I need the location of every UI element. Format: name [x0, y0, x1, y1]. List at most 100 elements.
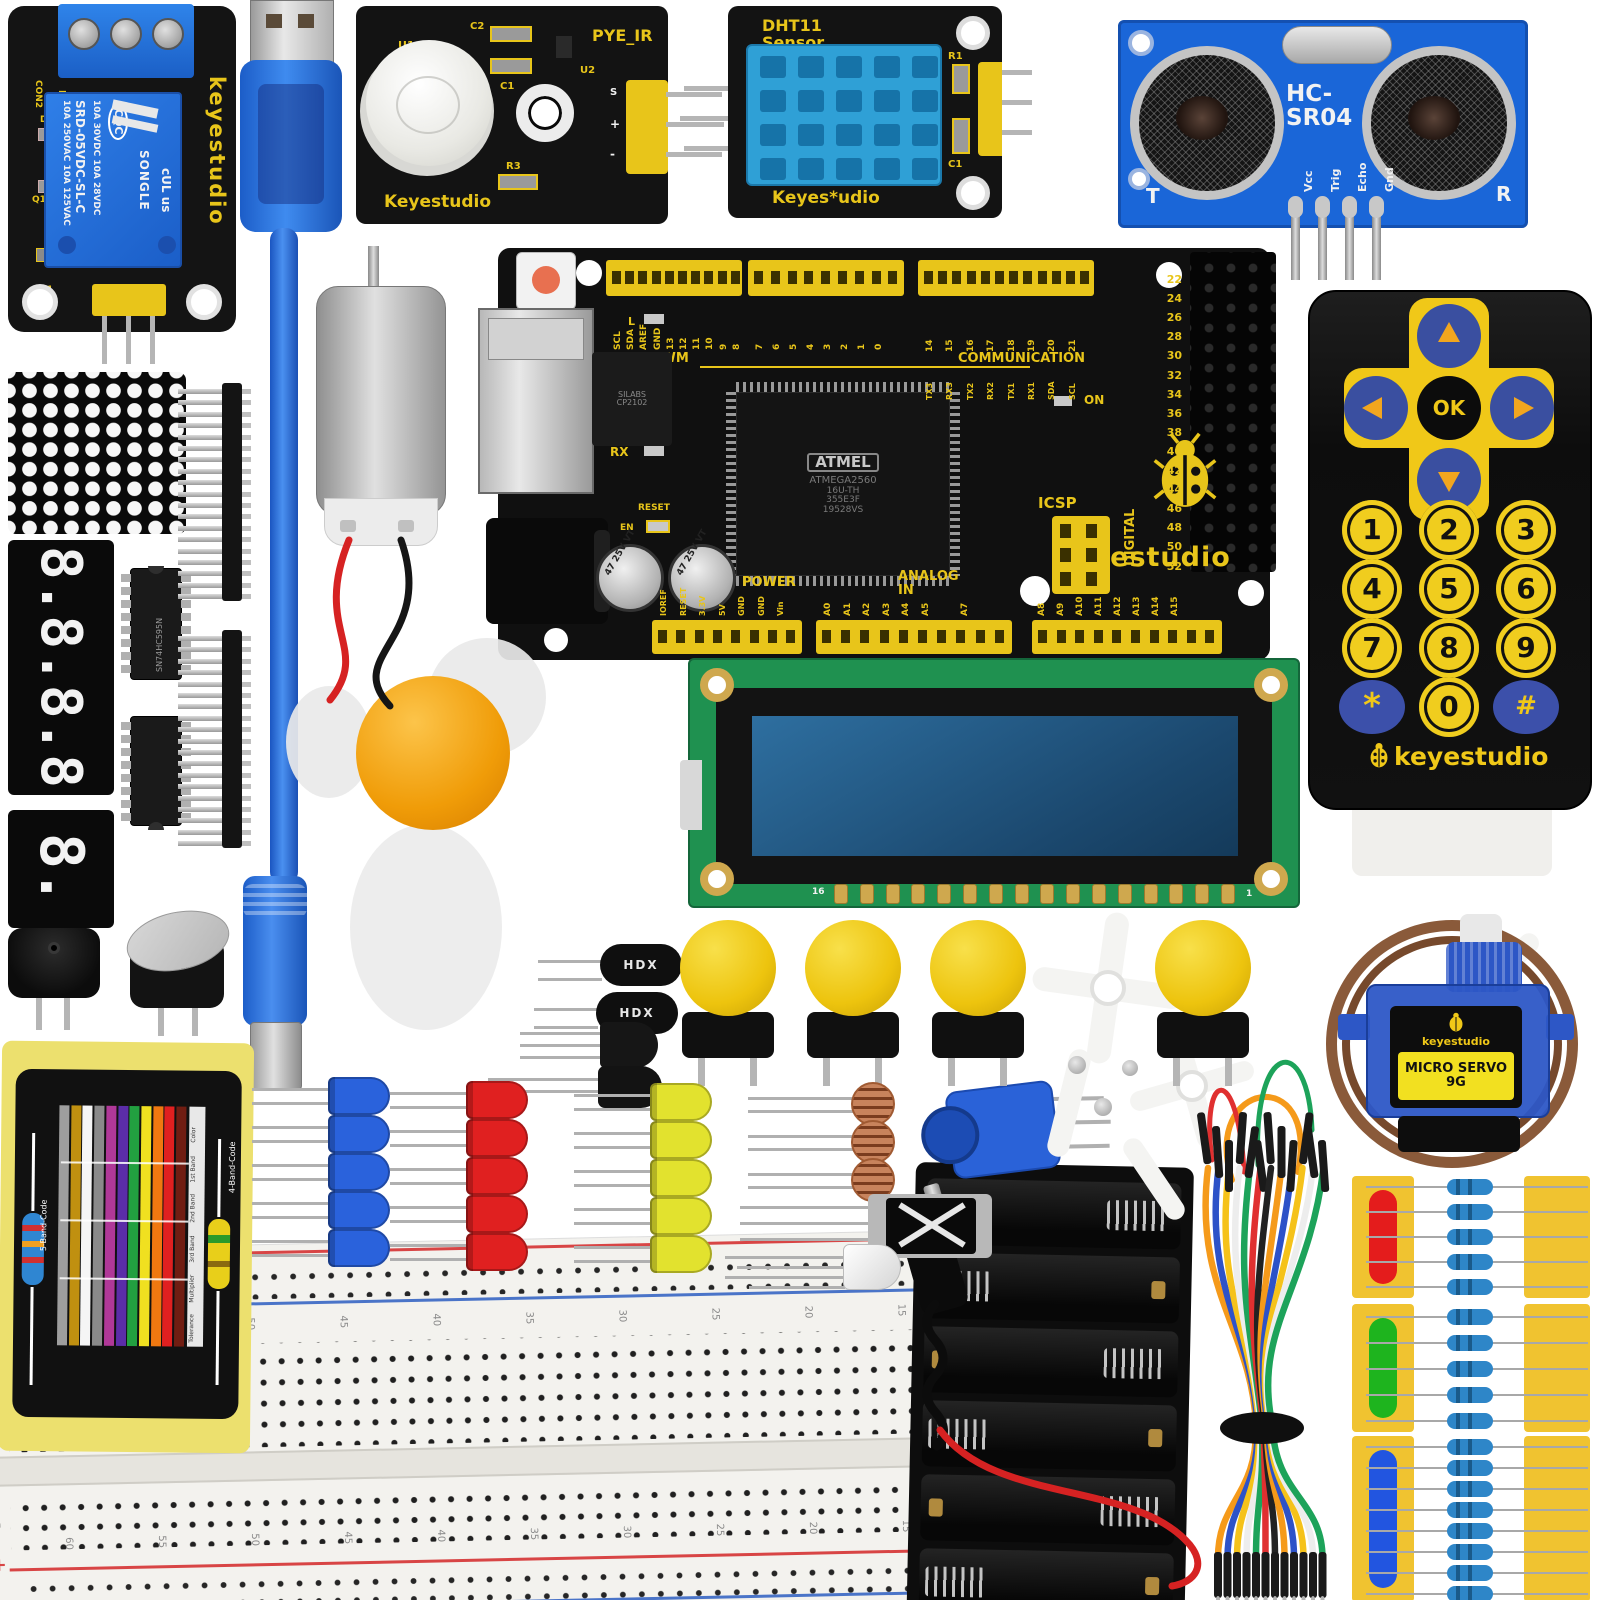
resistor-bead — [1447, 1204, 1493, 1220]
rgb-lead — [749, 1286, 845, 1289]
resistor-bead — [1447, 1523, 1493, 1539]
led-lead — [390, 1168, 468, 1171]
header-hole — [651, 271, 661, 284]
header-pin — [178, 389, 222, 394]
header-hole — [898, 630, 908, 643]
pin-header — [626, 80, 668, 174]
button-base — [682, 1012, 774, 1058]
jumper-pin — [1311, 1596, 1315, 1600]
cap-lead — [538, 978, 602, 981]
jumper-tip — [1317, 1139, 1330, 1193]
down-arrow-icon — [1438, 472, 1460, 492]
digital-pin-22: 22 — [1166, 273, 1182, 286]
header-hole — [1168, 630, 1178, 643]
g-part — [1373, 752, 1385, 763]
led-lead — [574, 1094, 652, 1097]
button-leg — [1000, 1054, 1007, 1086]
buzzer-leg — [192, 1000, 198, 1036]
header-pin — [178, 784, 222, 790]
jumper-tip — [1271, 1552, 1279, 1598]
pir-pin-plus: + — [610, 117, 621, 131]
resistor-bead — [1447, 1279, 1493, 1295]
dht-vent — [912, 124, 938, 146]
screw — [1068, 1056, 1086, 1074]
header-pin — [242, 525, 251, 531]
header-hole — [879, 630, 889, 643]
header-pin — [178, 548, 222, 554]
header-pin — [1002, 100, 1032, 105]
mcu-brand: ATMEL — [807, 452, 879, 473]
buzzer-hole — [48, 942, 60, 954]
led-lead — [574, 1146, 652, 1149]
header-hole — [717, 271, 727, 284]
jumper-pin — [1273, 1596, 1277, 1600]
mounting-hole — [956, 16, 990, 50]
led-bead — [650, 1197, 712, 1235]
horn-hub — [1176, 1070, 1208, 1102]
header-hole — [1093, 630, 1103, 643]
led-lead — [390, 1244, 468, 1247]
jumper-pin — [1216, 1596, 1220, 1600]
header-pin — [242, 704, 251, 710]
cap-electrolytic: 47 25V VT — [668, 528, 736, 612]
header-hole — [966, 271, 976, 284]
jumper-tip — [1277, 1126, 1286, 1178]
header-hole — [730, 271, 740, 284]
ldr-bead — [851, 1082, 895, 1126]
ic-pin — [121, 587, 131, 595]
jumper-tip — [1299, 1552, 1308, 1598]
ic-notch — [148, 822, 164, 830]
sonar-crystal — [1282, 26, 1392, 64]
resistor-bead — [1447, 1335, 1493, 1351]
jumper-pin — [1263, 1596, 1268, 1600]
rgb-lead — [737, 1266, 845, 1269]
remote-key-8: 8 — [1419, 618, 1479, 678]
servo-brand: keyestudio — [1422, 1035, 1490, 1048]
led-lead — [574, 1246, 652, 1249]
header-pin — [242, 761, 251, 767]
led-flange — [650, 1121, 657, 1159]
led-dot-matrix — [8, 372, 186, 534]
usb-a-plug — [250, 0, 334, 64]
servo-connector — [1398, 1116, 1520, 1152]
led-bead — [328, 1077, 390, 1115]
line-part — [1153, 459, 1165, 470]
resistor-bead — [1447, 1309, 1493, 1325]
lcd-hole — [700, 862, 734, 896]
header-hole — [786, 630, 796, 643]
led-lead — [252, 1216, 330, 1219]
led-flange — [328, 1191, 335, 1229]
usb-chip-brand: SILABS — [618, 389, 646, 399]
servo-tab — [1338, 1014, 1370, 1040]
led-lead — [252, 1088, 330, 1091]
header-hole — [731, 630, 741, 643]
ic-pin — [121, 748, 131, 756]
pir-c2: C2 — [470, 21, 485, 32]
usb-chip: SILABS CP2102 — [592, 352, 672, 446]
header-pin — [242, 681, 251, 687]
ic-pin — [121, 787, 131, 795]
cap-lead — [534, 1008, 598, 1011]
remote-key-5: 5 — [1419, 559, 1479, 619]
rect-part — [1455, 1017, 1457, 1031]
line-part — [1190, 432, 1201, 444]
resistor-bead — [1447, 1254, 1493, 1270]
motor-terminal — [340, 520, 356, 532]
lcd-pin — [1014, 884, 1029, 904]
header-hole — [712, 630, 722, 643]
button-cap — [930, 920, 1026, 1016]
header-pin — [178, 446, 222, 451]
jumper-tip — [1235, 1112, 1247, 1165]
header-pin — [178, 537, 222, 543]
pir-dome-facet — [396, 76, 460, 134]
jumper-pin — [1225, 1596, 1230, 1600]
digital-pin-44: 44 — [1166, 483, 1182, 497]
jumper-tip — [1242, 1552, 1251, 1598]
led-lead — [252, 1164, 330, 1167]
smd-part — [952, 64, 970, 94]
digital-pin-42: 42 — [1166, 464, 1182, 477]
icsp-hole — [1086, 548, 1097, 562]
ic-notch — [148, 566, 164, 574]
